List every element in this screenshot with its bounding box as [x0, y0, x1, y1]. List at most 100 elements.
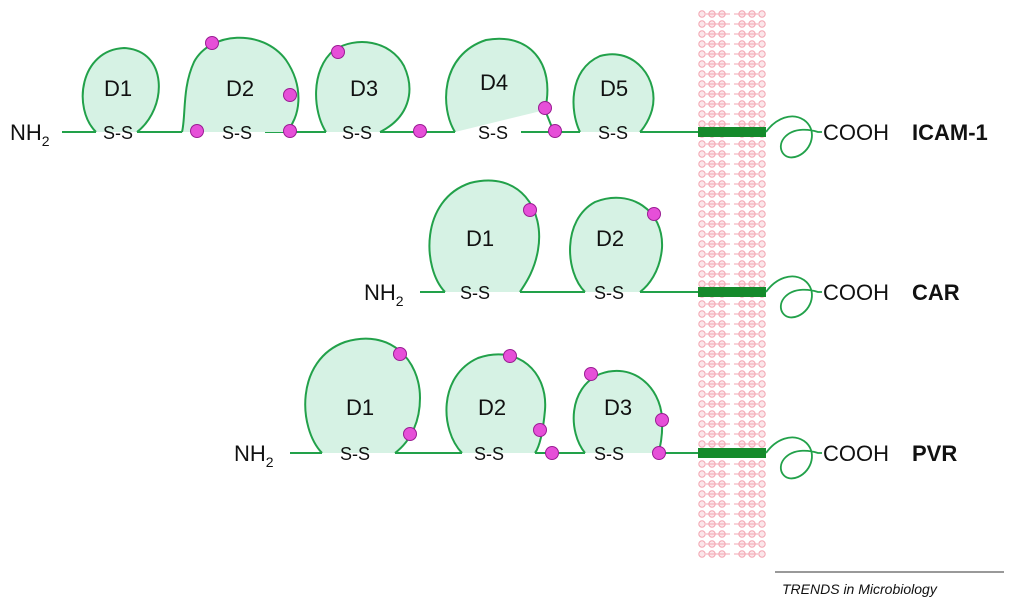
phospholipid-head: [698, 300, 706, 308]
phospholipid-head: [698, 200, 706, 208]
icam1-domain-d5-label: D5: [600, 76, 628, 101]
phospholipid-head: [758, 350, 766, 358]
phospholipid-head: [698, 510, 706, 518]
icam1-d5-disulfide-label: S-S: [598, 123, 628, 143]
phospholipid-head: [698, 280, 706, 288]
phospholipid-head: [698, 410, 706, 418]
icam1-d5-loop: [572, 53, 655, 133]
icam1-transmembrane-segment: [698, 127, 766, 137]
icam1-domain-d2-label: D2: [226, 76, 254, 101]
phospholipid-head: [758, 40, 766, 48]
pvr-protein-name: PVR: [912, 441, 957, 466]
phospholipid-head: [698, 30, 706, 38]
phospholipid-head: [758, 30, 766, 38]
car-d1-disulfide-label: S-S: [460, 283, 490, 303]
phospholipid-head: [698, 50, 706, 58]
phospholipid-head: [758, 340, 766, 348]
phospholipid-head: [698, 500, 706, 508]
phospholipid-head: [698, 80, 706, 88]
phospholipid-head: [758, 420, 766, 428]
phospholipid-head: [698, 400, 706, 408]
glycosylation-site-icon: [283, 124, 297, 138]
phospholipid-head: [698, 310, 706, 318]
car-d1-loop: [428, 179, 541, 293]
pvr-domain-d1-label: D1: [346, 395, 374, 420]
pvr-c-terminus: COOH: [823, 441, 889, 466]
icam1-d2-disulfide-label: S-S: [222, 123, 252, 143]
phospholipid-head: [758, 530, 766, 538]
phospholipid-head: [758, 60, 766, 68]
phospholipid-head: [758, 460, 766, 468]
phospholipid-head: [698, 250, 706, 258]
coil-icon: [765, 115, 822, 159]
phospholipid-head: [698, 390, 706, 398]
phospholipid-head: [758, 240, 766, 248]
phospholipid-head: [698, 260, 706, 268]
phospholipid-head: [758, 150, 766, 158]
phospholipid-head: [698, 520, 706, 528]
phospholipid-head: [758, 480, 766, 488]
phospholipid-head: [698, 490, 706, 498]
glycosylation-site-icon: [533, 423, 547, 437]
phospholipid-head: [758, 10, 766, 18]
icam1-d1-loop: [81, 46, 160, 133]
icam1-glycosylation-sites: [190, 36, 562, 138]
icam1-domain-d3-label: D3: [350, 76, 378, 101]
phospholipid-head: [698, 160, 706, 168]
car-c-terminus: COOH: [823, 280, 889, 305]
phospholipid-head: [758, 300, 766, 308]
phospholipid-head: [758, 540, 766, 548]
phospholipid-head: [758, 410, 766, 418]
phospholipid-head: [758, 360, 766, 368]
phospholipid-head: [758, 320, 766, 328]
phospholipid-head: [698, 90, 706, 98]
phospholipid-head: [758, 110, 766, 118]
glycosylation-site-icon: [548, 124, 562, 138]
phospholipid-head: [758, 230, 766, 238]
phospholipid-head: [698, 240, 706, 248]
glycosylation-site-icon: [190, 124, 204, 138]
glycosylation-site-icon: [655, 413, 669, 427]
pvr-d1-disulfide-label: S-S: [340, 444, 370, 464]
icam1-domain-d1-label: D1: [104, 76, 132, 101]
icam1-domain-d4-label: D4: [480, 70, 508, 95]
phospholipid-head: [758, 90, 766, 98]
phospholipid-head: [758, 140, 766, 148]
phospholipid-head: [698, 150, 706, 158]
phospholipid-head: [698, 340, 706, 348]
phospholipid-head: [758, 260, 766, 268]
pvr-n-terminus: NH2: [234, 441, 274, 470]
protein-car: NH2 D1 D2 S-S S-S COOH CAR: [364, 179, 960, 319]
glycosylation-site-icon: [523, 203, 537, 217]
phospholipid-head: [758, 80, 766, 88]
phospholipid-head: [698, 430, 706, 438]
glycosylation-site-icon: [503, 349, 517, 363]
phospholipid-head: [698, 140, 706, 148]
car-d2-loop: [569, 196, 664, 293]
glycosylation-site-icon: [331, 45, 345, 59]
pvr-domain-d3-label: D3: [604, 395, 632, 420]
icam1-protein-name: ICAM-1: [912, 120, 988, 145]
glycosylation-site-icon: [584, 367, 598, 381]
car-d2-disulfide-label: S-S: [594, 283, 624, 303]
car-glycosylation-sites: [523, 203, 661, 221]
glycosylation-site-icon: [283, 88, 297, 102]
car-n-terminus: NH2: [364, 280, 404, 309]
glycosylation-site-icon: [393, 347, 407, 361]
icam1-d4-disulfide-label: S-S: [478, 123, 508, 143]
icam1-d3-loop: [315, 41, 411, 133]
glycosylation-site-icon: [403, 427, 417, 441]
protein-pvr: NH2 D1 D2 D3 S-S S-S S-S COOH PVR: [234, 337, 957, 480]
phospholipid-head: [698, 40, 706, 48]
phospholipid-head: [758, 390, 766, 398]
pvr-d3-loop: [572, 369, 664, 454]
phospholipid-head: [698, 480, 706, 488]
coil-icon: [765, 436, 822, 480]
phospholipid-head: [758, 160, 766, 168]
phospholipid-head: [758, 430, 766, 438]
phospholipid-head: [698, 350, 706, 358]
phospholipid-head: [698, 360, 706, 368]
phospholipid-head: [698, 10, 706, 18]
phospholipid-head: [698, 270, 706, 278]
glycosylation-site-icon: [205, 36, 219, 50]
